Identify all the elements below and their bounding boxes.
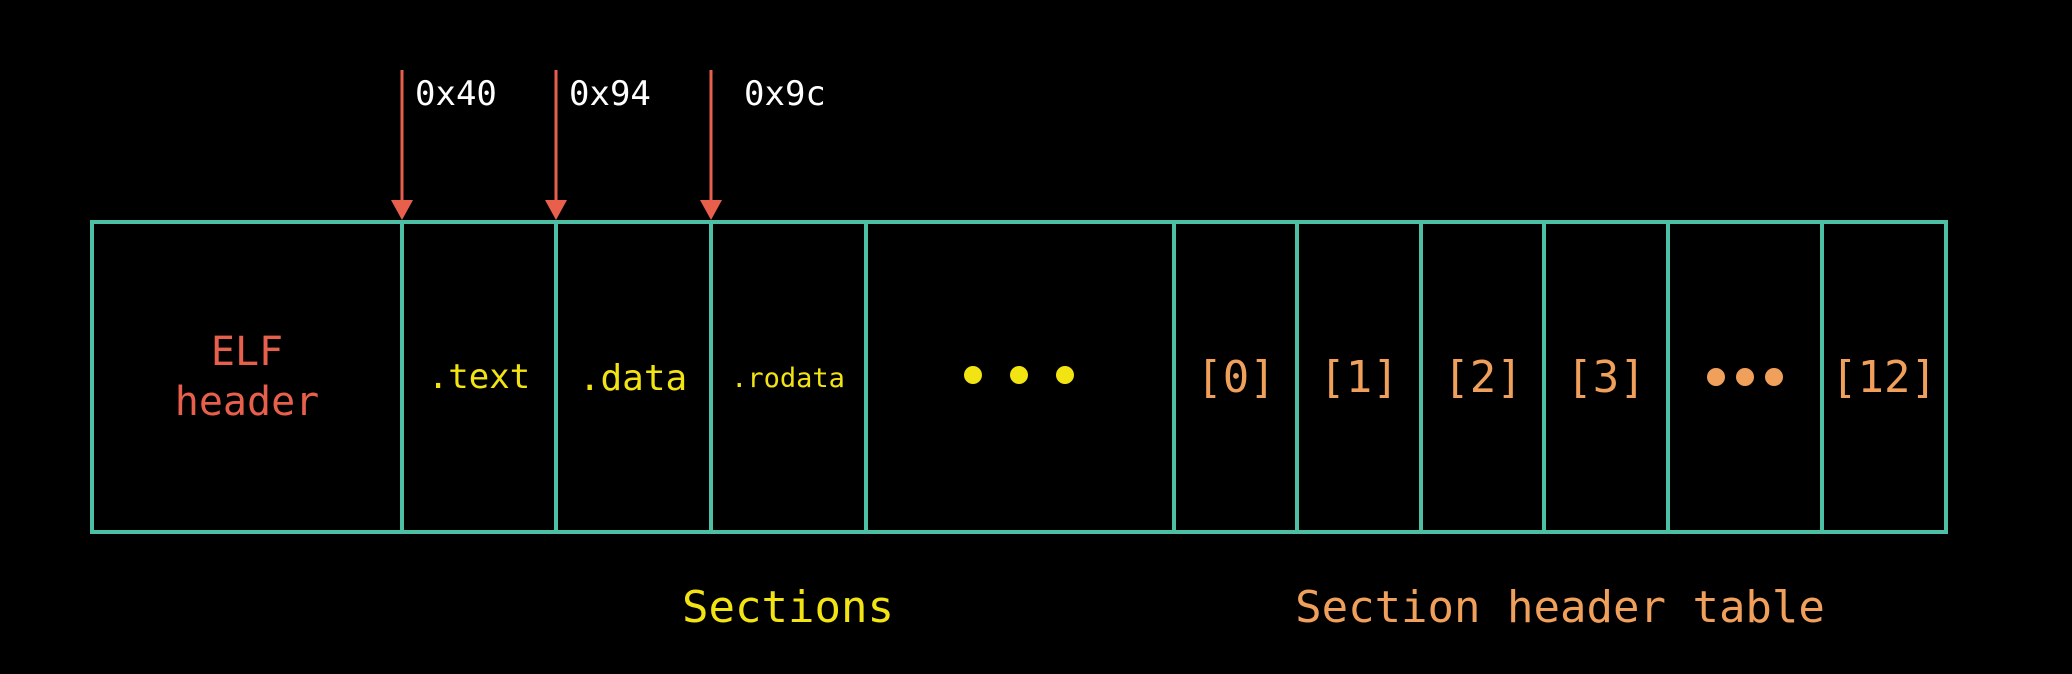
- elf-file-box: ELF header .text .data .rodata [0] [1] […: [90, 220, 1948, 534]
- offset-markers: 0x40 0x94 0x9c: [391, 70, 826, 220]
- sections-caption: Sections: [682, 582, 894, 633]
- offset-marker-0x40: 0x40: [391, 70, 497, 220]
- offset-label: 0x94: [569, 74, 651, 114]
- section-text-label: .text: [428, 357, 530, 397]
- elf-header-label-line2: header: [175, 379, 320, 425]
- section-data-label: .data: [579, 358, 687, 399]
- arrow-head-icon: [700, 200, 722, 220]
- elf-header-cell: ELF header: [175, 329, 320, 425]
- section-header-entry-12: [12]: [1831, 352, 1937, 403]
- section-header-entry-3: [3]: [1566, 352, 1645, 403]
- offset-label: 0x40: [415, 74, 497, 114]
- offset-marker-0x9c: 0x9c: [700, 70, 826, 220]
- section-header-entry-1: [1]: [1319, 352, 1398, 403]
- offset-label: 0x9c: [744, 74, 826, 114]
- file-outline: [90, 220, 1948, 534]
- section-header-ellipsis-icon: [1707, 368, 1783, 386]
- offset-marker-0x94: 0x94: [545, 70, 651, 220]
- section-header-entry-2: [2]: [1443, 352, 1522, 403]
- section-header-table-caption: Section header table: [1295, 582, 1825, 633]
- arrow-head-icon: [545, 200, 567, 220]
- sections-ellipsis-icon: [964, 366, 1074, 384]
- section-header-entry-0: [0]: [1196, 352, 1275, 403]
- elf-header-label-line1: ELF: [211, 329, 283, 375]
- arrow-head-icon: [391, 200, 413, 220]
- section-rodata-label: .rodata: [731, 363, 845, 394]
